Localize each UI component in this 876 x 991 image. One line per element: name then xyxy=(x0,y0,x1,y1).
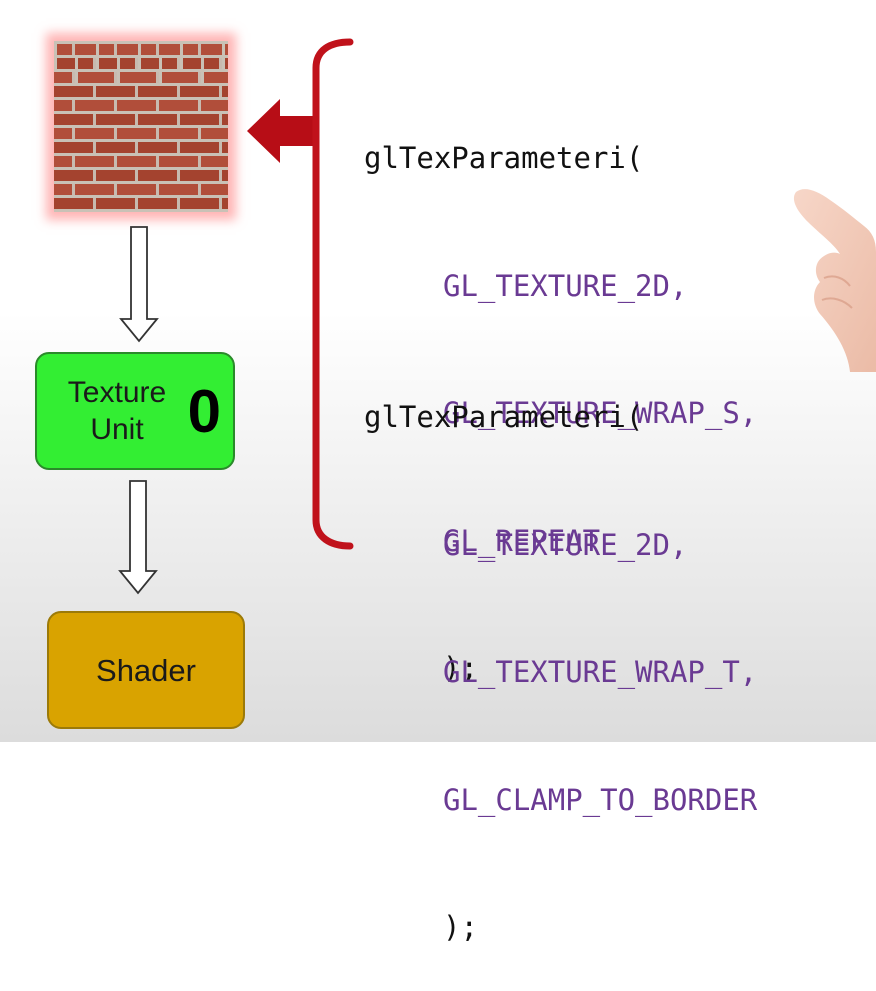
code-arg: GL_REPEAT xyxy=(443,523,601,558)
code-arg: GL_TEXTURE_WRAP_T, xyxy=(443,655,758,689)
left-arrow-icon xyxy=(247,99,316,163)
code-block-wrap-t: glTexParameteri( GL_TEXTURE_2D, GL_TEXTU… xyxy=(364,311,757,991)
code-arg: GL_TEXTURE_WRAP_S, xyxy=(443,396,758,430)
code-arg: GL_CLAMP_TO_BORDER xyxy=(443,782,758,817)
code-function: glTexParameteri( xyxy=(364,400,644,434)
diagram-connectors xyxy=(118,38,354,595)
pointing-hand-icon xyxy=(793,189,876,372)
curly-bracket xyxy=(312,38,354,550)
code-function: glTexParameteri( xyxy=(364,141,644,175)
code-arg: GL_TEXTURE_2D, xyxy=(443,527,688,562)
texture-unit-number: 0 xyxy=(187,378,221,445)
brick-mortar-joints-b xyxy=(54,41,228,212)
code-close: ); xyxy=(443,910,478,944)
code-block-wrap-s: glTexParameteri( GL_TEXTURE_2D, GL_TEXTU… xyxy=(364,52,757,732)
texture-unit-box: Texture Unit 0 xyxy=(35,352,235,470)
down-arrow-icon xyxy=(119,226,159,343)
shader-box: Shader xyxy=(47,611,245,729)
texture-unit-label: Texture Unit xyxy=(67,376,167,446)
brick-texture-image xyxy=(54,41,228,212)
code-close: ); xyxy=(443,651,478,685)
down-arrow-icon xyxy=(118,480,158,595)
shader-label: Shader xyxy=(96,653,196,688)
code-arg: GL_TEXTURE_2D, xyxy=(443,268,688,303)
